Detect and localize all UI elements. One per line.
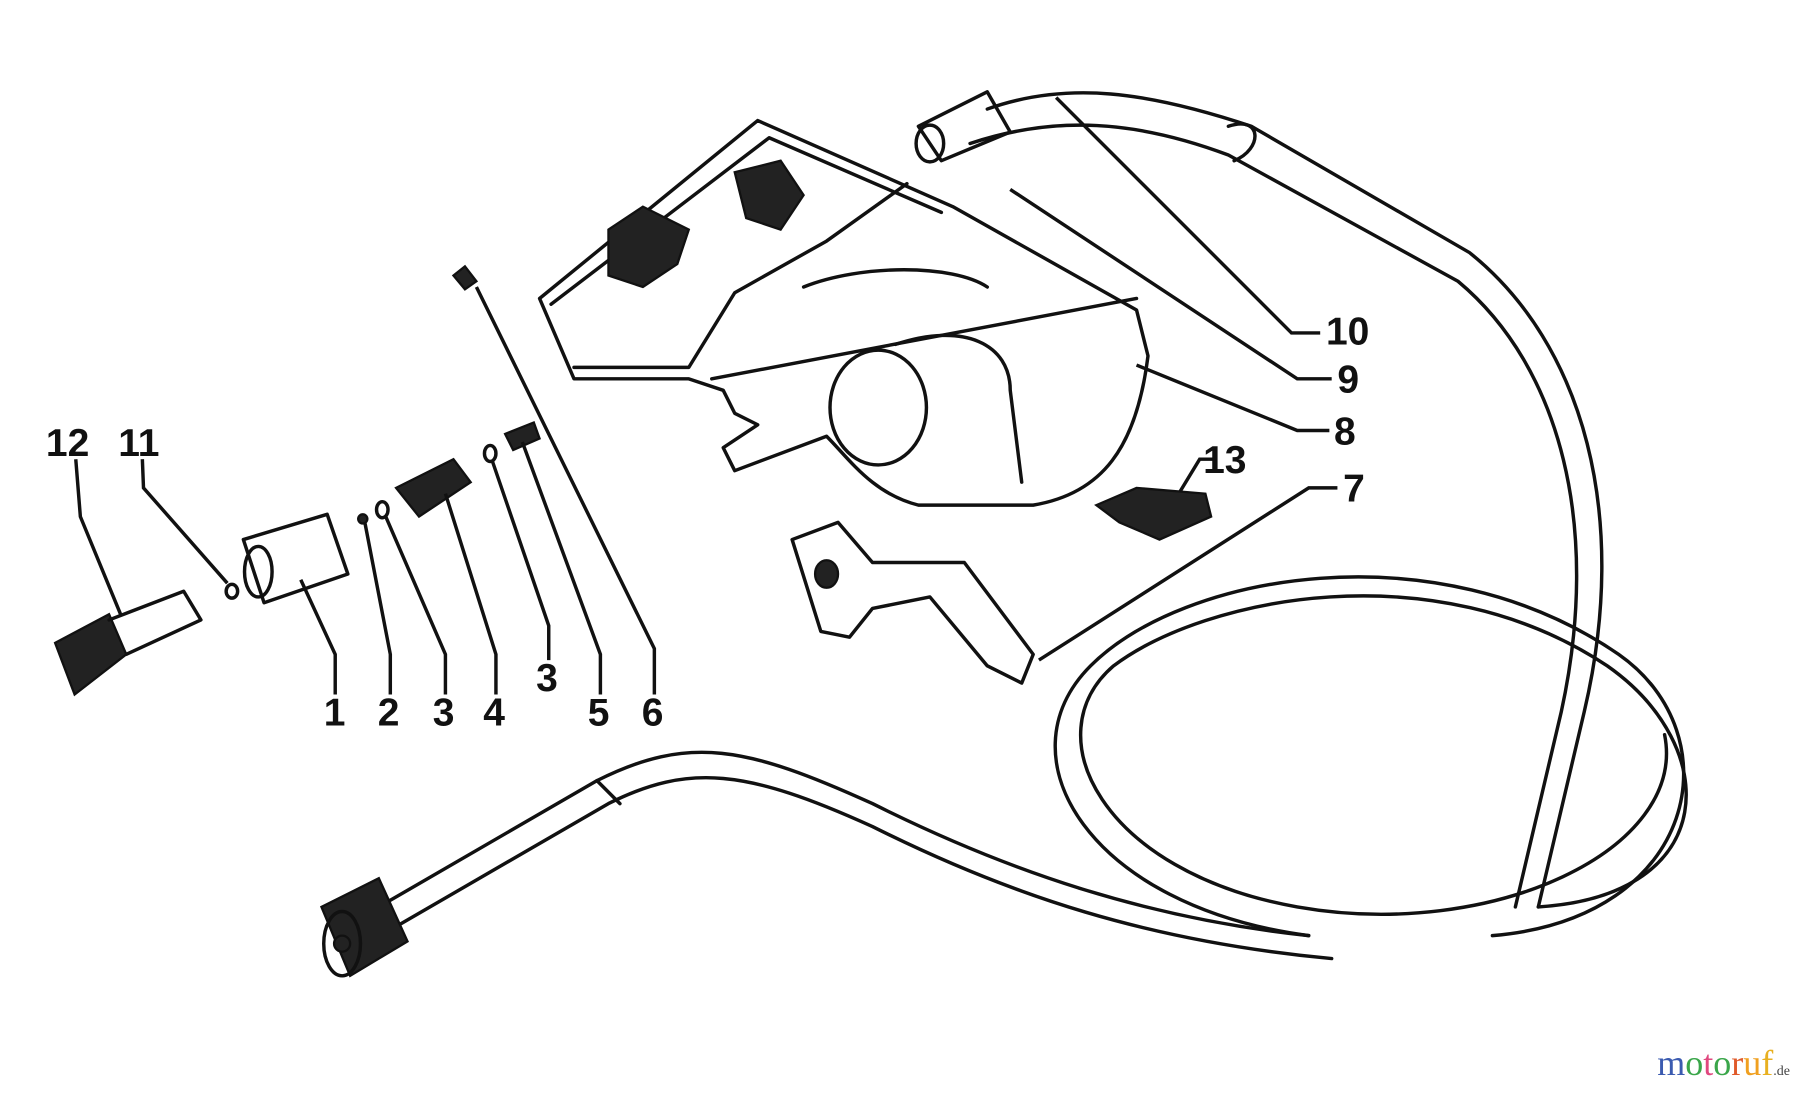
label-6: 6 xyxy=(642,692,664,735)
label-10: 10 xyxy=(1326,310,1369,353)
label-7: 7 xyxy=(1343,468,1365,511)
hose xyxy=(377,91,1688,961)
label-2: 2 xyxy=(378,692,400,735)
label-11: 11 xyxy=(118,422,159,465)
label-4: 4 xyxy=(483,692,505,735)
label-9: 9 xyxy=(1337,359,1359,402)
leader-lines xyxy=(74,96,1338,695)
label-12: 12 xyxy=(46,422,89,465)
label-5: 5 xyxy=(588,692,610,735)
label-13: 13 xyxy=(1203,439,1246,482)
gun-housing xyxy=(537,118,1150,507)
label-1: 1 xyxy=(324,692,346,735)
label-3b: 3 xyxy=(536,657,558,700)
label-8: 8 xyxy=(1334,410,1356,453)
label-3a: 3 xyxy=(433,692,455,735)
small-parts xyxy=(53,264,542,697)
watermark-logo: motoruf.de xyxy=(1657,1043,1790,1083)
clip xyxy=(1094,486,1213,541)
hose-nut xyxy=(319,876,410,978)
trigger xyxy=(790,520,1035,685)
hose-end-fitting xyxy=(914,90,1012,164)
